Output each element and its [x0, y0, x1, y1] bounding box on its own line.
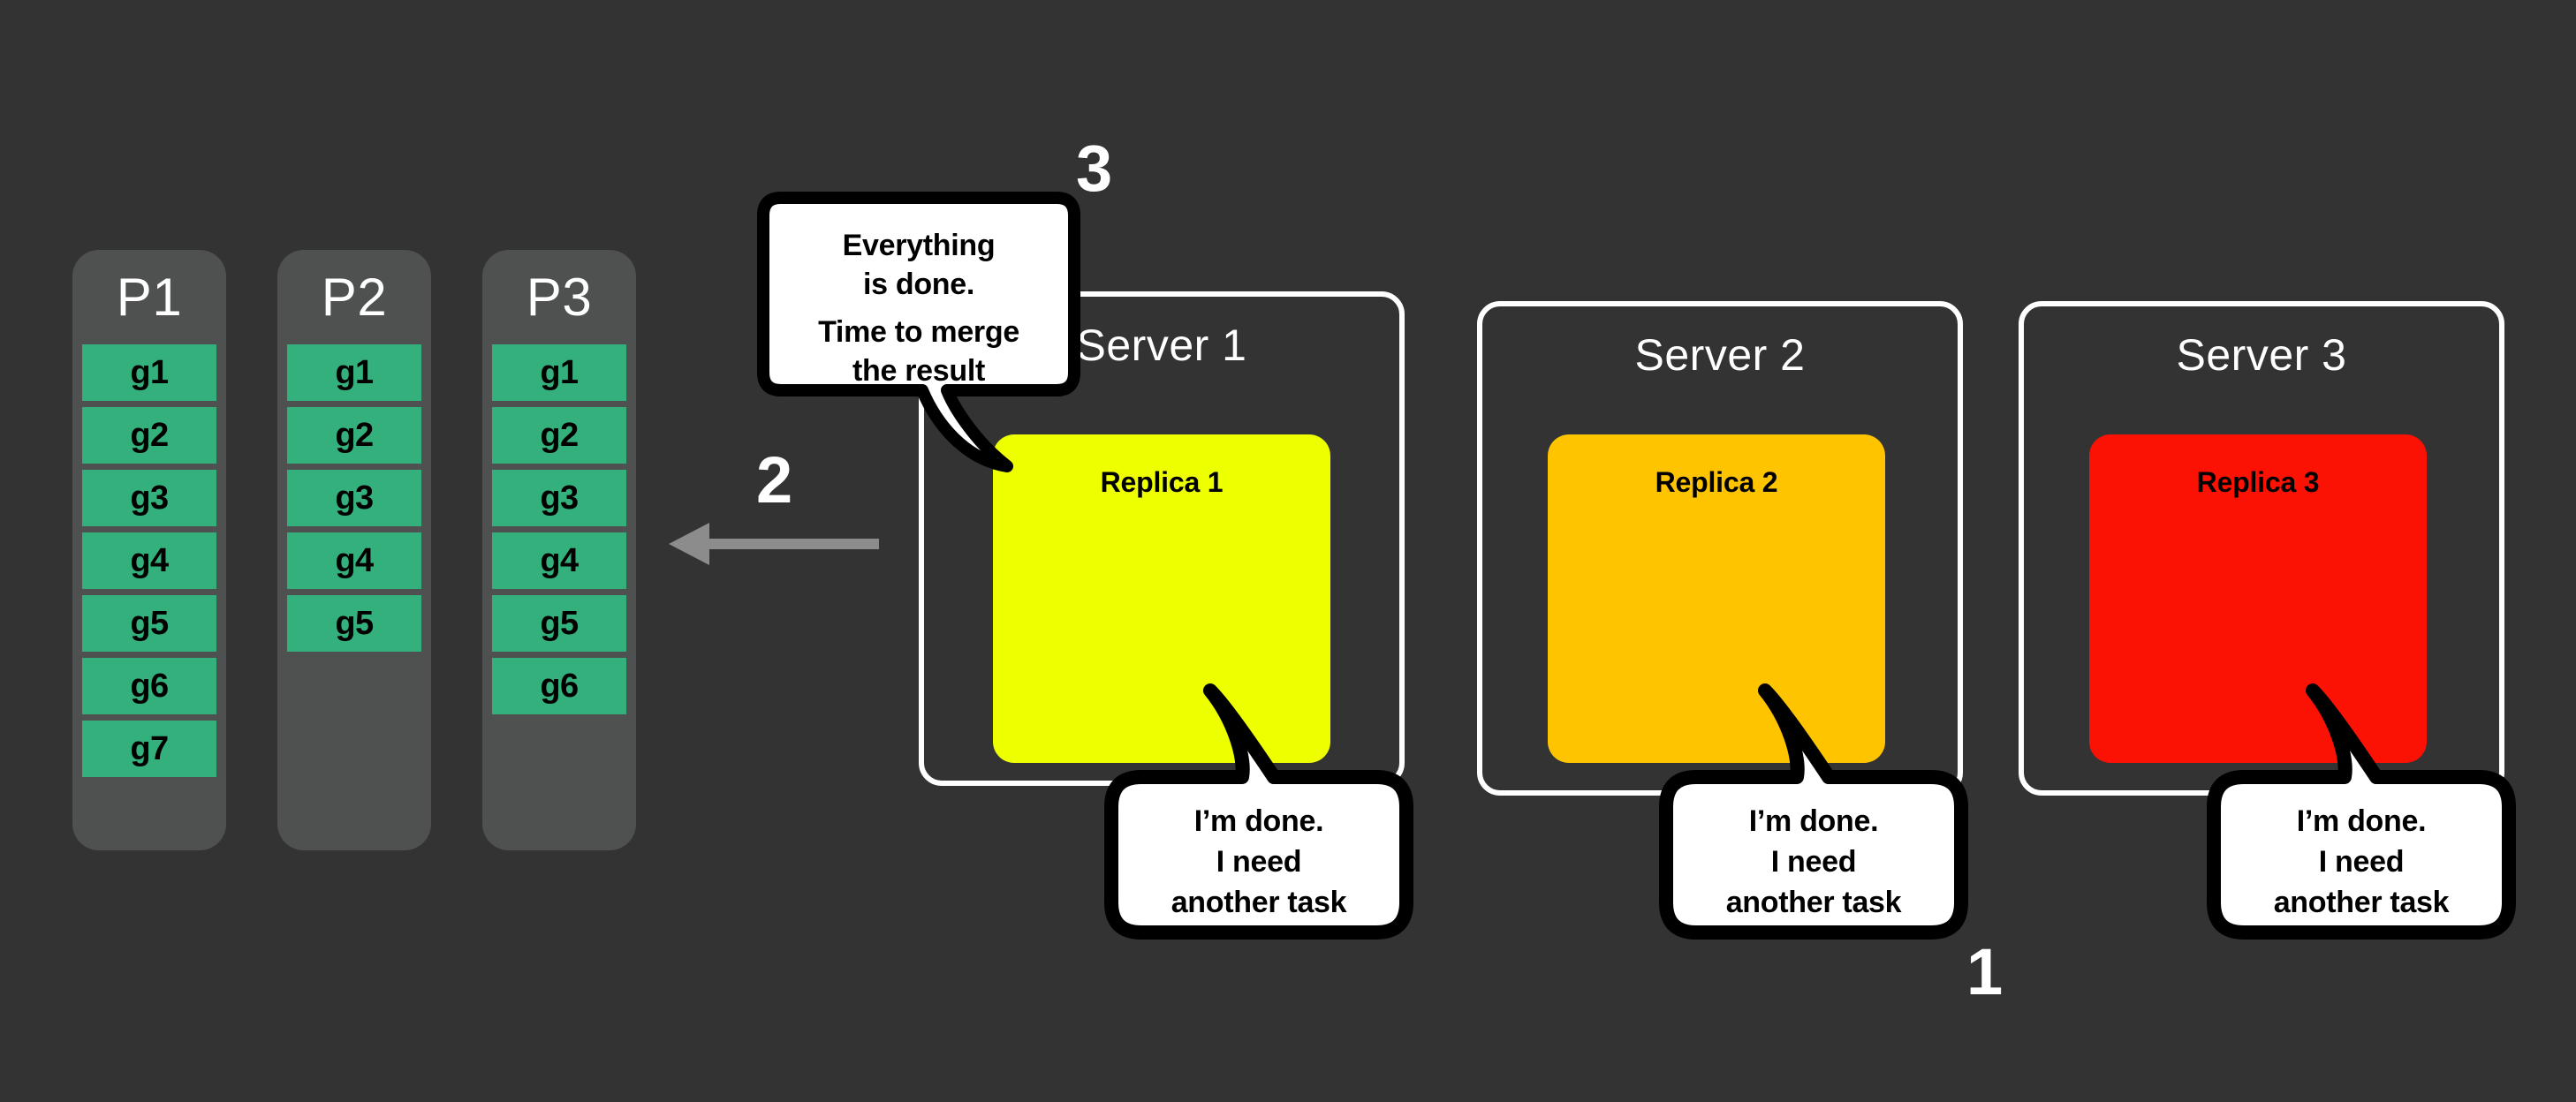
replica-label: Replica 2	[1655, 466, 1778, 498]
step-number-2: 2	[756, 443, 792, 517]
partition-title: P2	[321, 268, 388, 327]
group-cell[interactable]: g3	[492, 470, 626, 526]
partition-title: P1	[116, 268, 183, 327]
replica-box-3[interactable]: Replica 3	[2089, 434, 2427, 763]
group-cell[interactable]: g6	[82, 658, 216, 714]
server-label: Server 3	[2176, 330, 2347, 380]
replica-box-2[interactable]: Replica 2	[1548, 434, 1885, 763]
speech-bubble-done-1[interactable]: I’m done. I need another task	[1101, 680, 1417, 945]
step-number-3: 3	[1076, 132, 1112, 205]
speech-bubble-merge[interactable]: Everything is done. Time to merge the re…	[754, 189, 1083, 480]
partition-group-list: g1 g2 g3 g4 g5	[287, 344, 421, 671]
merge-arrow-left-icon	[669, 523, 879, 565]
group-cell[interactable]: g2	[82, 407, 216, 464]
replica-label: Replica 3	[2196, 466, 2320, 498]
group-cell[interactable]: g3	[82, 470, 216, 526]
group-cell[interactable]: g1	[287, 344, 421, 401]
group-cell[interactable]: g2	[287, 407, 421, 464]
group-cell[interactable]: g1	[492, 344, 626, 401]
group-cell[interactable]: g3	[287, 470, 421, 526]
partition-p3[interactable]: P3 g1 g2 g3 g4 g5 g6	[482, 250, 636, 850]
partition-p1[interactable]: P1 g1 g2 g3 g4 g5 g6 g7	[72, 250, 226, 850]
group-cell[interactable]: g5	[492, 595, 626, 652]
replica-label: Replica 1	[1100, 466, 1224, 498]
group-cell[interactable]: g5	[82, 595, 216, 652]
group-cell[interactable]: g1	[82, 344, 216, 401]
speech-bubble-done-3[interactable]: I’m done. I need another task	[2203, 680, 2519, 945]
replica-box-1[interactable]: Replica 1	[993, 434, 1330, 763]
group-cell[interactable]: g4	[287, 532, 421, 589]
partition-title: P3	[526, 268, 593, 327]
partition-group-list: g1 g2 g3 g4 g5 g6	[492, 344, 626, 734]
partition-group-list: g1 g2 g3 g4 g5 g6 g7	[82, 344, 216, 796]
group-cell[interactable]: g5	[287, 595, 421, 652]
speech-bubble-done-2[interactable]: I’m done. I need another task	[1655, 680, 1972, 945]
group-cell[interactable]: g7	[82, 721, 216, 777]
group-cell[interactable]: g6	[492, 658, 626, 714]
server-label: Server 2	[1634, 330, 1806, 380]
server-label: Server 1	[1076, 321, 1247, 370]
group-cell[interactable]: g4	[82, 532, 216, 589]
group-cell[interactable]: g2	[492, 407, 626, 464]
step-number-1: 1	[1966, 935, 2003, 1008]
partition-p2[interactable]: P2 g1 g2 g3 g4 g5	[277, 250, 431, 850]
group-cell[interactable]: g4	[492, 532, 626, 589]
